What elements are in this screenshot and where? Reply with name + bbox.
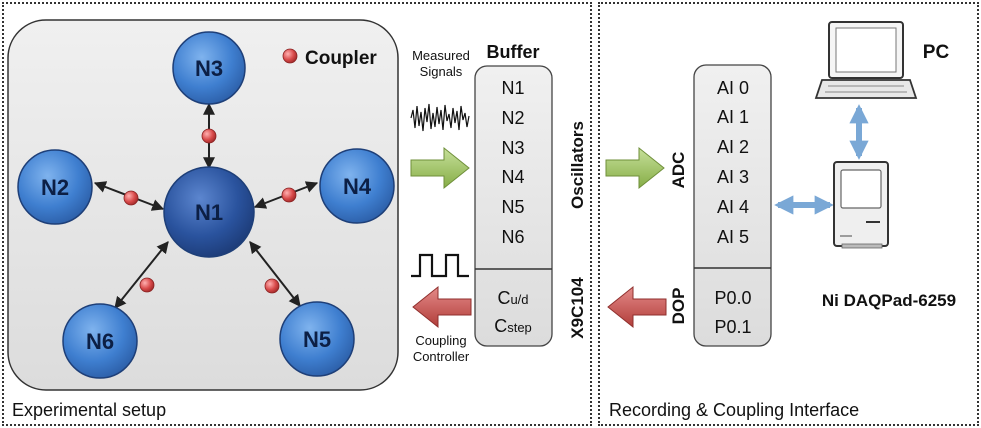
coupler-legend-icon [282, 48, 298, 64]
coupler-legend-label: Coupler [305, 48, 377, 69]
buffer-item-n2: N2 [501, 108, 524, 128]
laptop-icon [814, 21, 918, 99]
buffer-item-n4: N4 [501, 167, 524, 187]
coupling-label-1: Coupling [415, 333, 466, 348]
experimental-setup-title: Experimental setup [12, 400, 167, 420]
x9c104-label: X9C104 [568, 277, 587, 339]
noise-signal [410, 103, 470, 132]
buffer-item-n1: N1 [501, 78, 524, 98]
coupler-n2 [123, 190, 139, 206]
node-links [93, 102, 319, 309]
daq-ai4: AI 4 [717, 197, 749, 217]
node-n1-label: N1 [195, 200, 223, 225]
green-arrow-to-buffer [410, 146, 470, 190]
buffer-box [474, 65, 553, 347]
buffer-ctrl-ud-sub: u/d [510, 292, 528, 307]
node-n5-shape [279, 301, 355, 377]
buffer-ctrl-step-main: C [494, 316, 507, 336]
daq-ai5: AI 5 [717, 227, 749, 247]
interface-frame [598, 2, 979, 426]
oscillators-label: Oscillators [568, 121, 587, 209]
node-n5-label: N5 [303, 327, 331, 352]
buffer-item-n6: N6 [501, 227, 524, 247]
node-n4-label: N4 [343, 174, 372, 199]
experimental-setup-frame [2, 2, 592, 426]
node-n6-label: N6 [86, 329, 114, 354]
measured-label-1: Measured [412, 48, 470, 63]
node-n2-label: N2 [41, 175, 69, 200]
couplers [123, 128, 297, 294]
buffer-title: Buffer [487, 42, 540, 62]
daq-p01: P0.1 [714, 317, 751, 337]
red-arrow-to-x9c104 [607, 285, 667, 329]
measured-label-2: Signals [420, 64, 463, 79]
interface-title: Recording & Coupling Interface [609, 400, 860, 420]
coupler-n3 [201, 128, 217, 144]
coupling-label-2: Controller [413, 349, 470, 364]
green-arrow-to-adc [605, 146, 665, 190]
node-n2-shape [17, 149, 93, 225]
buffer-ctrl-step-sub: step [507, 320, 532, 335]
pc-label: PC [923, 42, 950, 63]
buffer-item-n3: N3 [501, 138, 524, 158]
daq-ai0: AI 0 [717, 78, 749, 98]
daq-ai2: AI 2 [717, 137, 749, 157]
daq-ai3: AI 3 [717, 167, 749, 187]
buffer-ctrl-ud: Cu/d [497, 288, 528, 308]
coupler-n6 [139, 277, 155, 293]
node-n3-label: N3 [195, 56, 223, 81]
red-arrow-to-setup [412, 285, 472, 329]
node-n6-shape [62, 303, 138, 379]
square-wave [411, 253, 469, 278]
dop-label: DOP [669, 288, 688, 325]
daq-name: Ni DAQPad-6259 [822, 291, 956, 310]
node-n4-shape [319, 148, 395, 224]
coupler-n4 [281, 187, 297, 203]
daq-device-icon [833, 161, 889, 249]
node-n3-shape [172, 31, 246, 105]
adc-label: ADC [669, 152, 688, 189]
buffer-ctrl-step: Cstep [494, 316, 532, 336]
buffer-item-n5: N5 [501, 197, 524, 217]
nodes [17, 31, 395, 379]
daq-box [693, 64, 772, 347]
node-n1-shape [163, 166, 255, 258]
daq-p00: P0.0 [714, 288, 751, 308]
coupler-n5 [264, 278, 280, 294]
buffer-ctrl-ud-main: C [497, 288, 510, 308]
daq-ai1: AI 1 [717, 107, 749, 127]
